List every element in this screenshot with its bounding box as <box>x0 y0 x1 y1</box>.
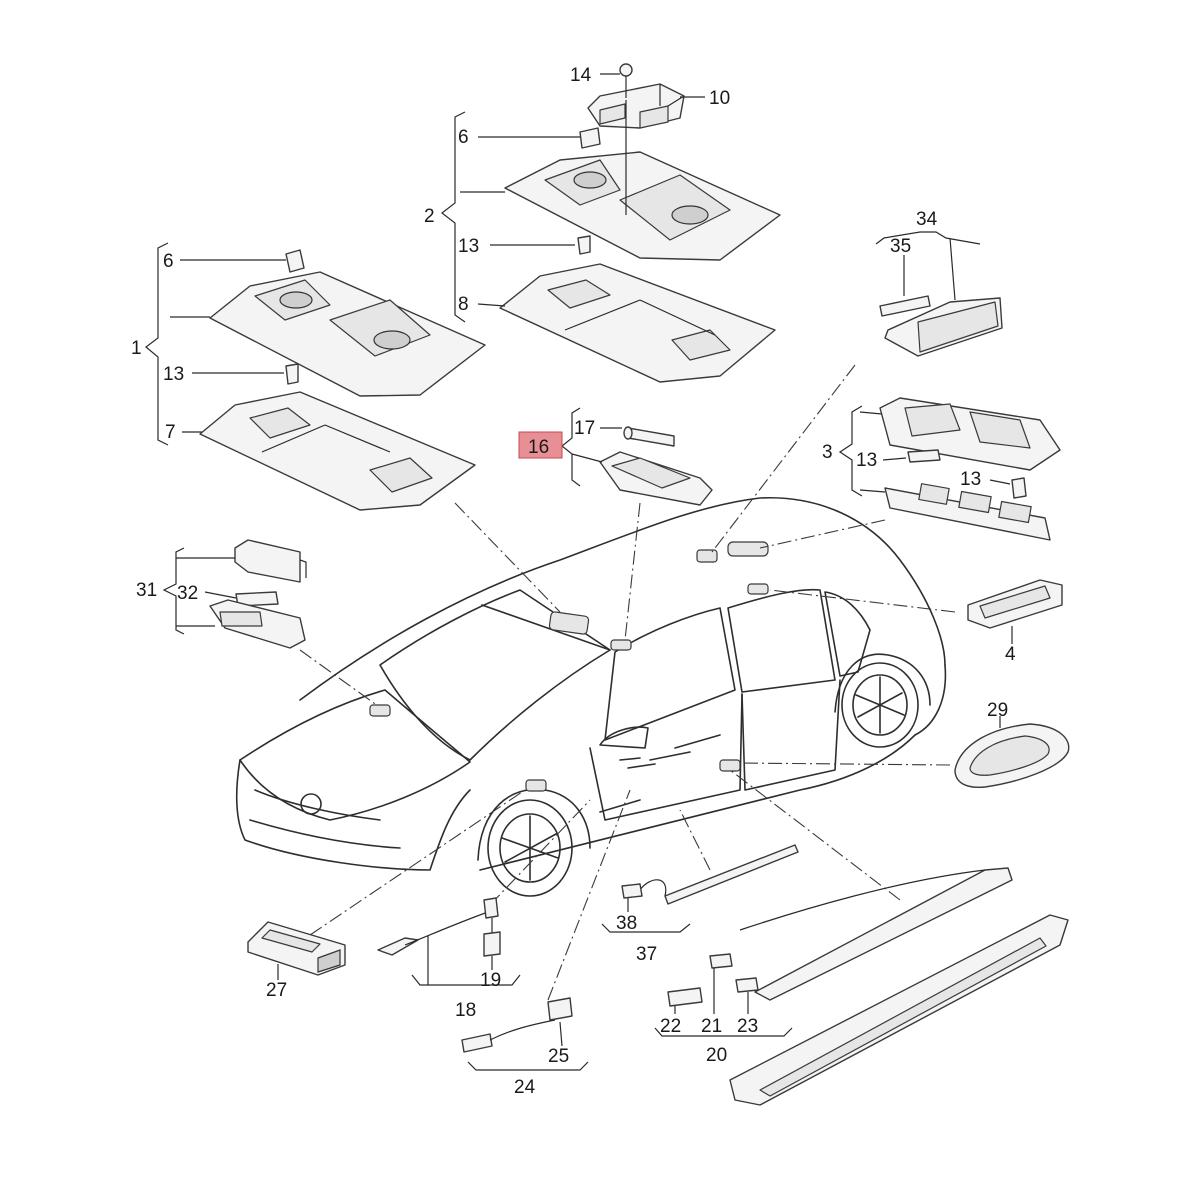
position-glovebox-light <box>369 704 391 717</box>
part-14-screw <box>619 63 633 98</box>
callout-37: 37 <box>636 944 657 965</box>
part-8-cover <box>499 263 776 383</box>
part-6-clip-top <box>579 127 601 149</box>
part-38-connector <box>621 883 643 899</box>
callout-18: 18 <box>455 1000 476 1021</box>
callout-13-right-a: 13 <box>856 450 877 471</box>
callout-10: 10 <box>709 88 730 109</box>
position-door-strips <box>599 734 721 813</box>
callout-27: 27 <box>266 980 287 1001</box>
callout-3: 3 <box>822 442 833 463</box>
callout-labels: 14 10 6 2 13 8 6 1 13 7 17 16 34 35 3 13… <box>131 65 1016 1098</box>
part-7-cover <box>199 391 476 511</box>
callout-38: 38 <box>616 913 637 934</box>
car-light-positions <box>369 541 769 813</box>
part-13-bulb-a <box>577 235 591 255</box>
label-leaders <box>145 73 1013 1071</box>
callout-13-right-b: 13 <box>960 469 981 490</box>
part-31-cover <box>234 539 307 583</box>
part-3-cover <box>884 483 1051 541</box>
part-21-connector <box>709 953 733 969</box>
callout-2: 2 <box>424 206 435 227</box>
part-13-bulb-b <box>285 363 299 385</box>
leader-lines <box>299 364 956 1001</box>
part-4-luggage-light <box>967 579 1063 629</box>
part-13-bulb-c <box>907 449 941 463</box>
position-rear-reading-light <box>696 549 718 563</box>
callout-20: 20 <box>706 1045 727 1066</box>
callout-22: 22 <box>660 1016 681 1037</box>
part-16-reading-light <box>599 451 713 506</box>
part-24-harness <box>461 997 573 1053</box>
position-rear-interior-light <box>727 541 769 557</box>
callout-16-highlight <box>518 431 563 459</box>
part-34-light <box>884 297 1003 357</box>
callout-13-top: 13 <box>458 236 479 257</box>
callout-19: 19 <box>480 970 501 991</box>
part-1-housing <box>209 271 486 397</box>
part-31-housing <box>209 599 306 649</box>
part-37-strip <box>639 844 799 905</box>
part-18-harness <box>377 904 493 956</box>
part-13-bulb-d <box>1011 477 1027 499</box>
callout-16: 16 <box>528 437 549 458</box>
car-outline <box>235 496 947 897</box>
callout-21: 21 <box>701 1016 722 1037</box>
callout-31: 31 <box>136 580 157 601</box>
callout-17: 17 <box>574 418 595 439</box>
callout-6-top: 6 <box>458 127 469 148</box>
callout-24: 24 <box>514 1077 536 1098</box>
position-luggage-light <box>747 583 769 595</box>
part-29-door-light <box>954 723 1070 789</box>
position-front-interior-light <box>548 611 590 635</box>
callout-13-left: 13 <box>163 364 184 385</box>
callout-29: 29 <box>987 700 1008 721</box>
callout-32: 32 <box>177 583 198 604</box>
callout-35: 35 <box>890 236 911 257</box>
callout-25: 25 <box>548 1046 569 1067</box>
position-footwell-light <box>525 779 547 792</box>
part-10-module <box>587 83 685 129</box>
callout-14: 14 <box>570 65 592 86</box>
callout-4: 4 <box>1005 644 1016 665</box>
part-17-bulb <box>623 426 675 447</box>
part-2-housing <box>504 100 781 261</box>
callout-34: 34 <box>916 209 938 230</box>
part-22-connector <box>667 987 703 1007</box>
callout-1: 1 <box>131 338 142 359</box>
part-27-module <box>247 921 346 976</box>
callout-8: 8 <box>458 294 469 315</box>
position-door-light <box>719 759 741 772</box>
part-6-clip-left <box>285 249 305 273</box>
callout-7: 7 <box>165 422 176 443</box>
part-19-connector <box>483 897 501 957</box>
callout-6-left: 6 <box>163 251 174 272</box>
part-23-connector <box>735 977 759 993</box>
part-20-trim <box>729 867 1069 1106</box>
callout-23: 23 <box>737 1016 758 1037</box>
part-35-bulb <box>879 295 931 317</box>
part-3-housing <box>879 397 1061 471</box>
position-reading-light <box>610 639 632 651</box>
